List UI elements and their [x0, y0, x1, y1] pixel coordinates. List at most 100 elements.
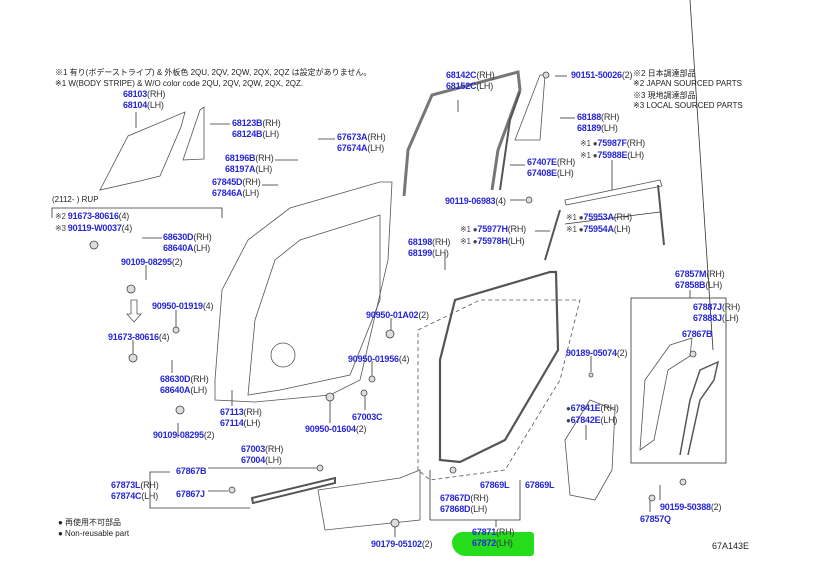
part-number-link[interactable]: 67003C — [352, 412, 383, 422]
part-number-link[interactable]: 68198 — [408, 237, 433, 247]
part-number-link[interactable]: 67869L — [480, 480, 510, 490]
part-number-link[interactable]: 68142C — [446, 70, 477, 80]
part-side-qty: (RH) — [706, 269, 725, 279]
part-callout: 67857Q — [640, 514, 671, 525]
part-note-prefix: ● — [566, 404, 571, 413]
part-number-link[interactable]: 67408E — [527, 167, 557, 178]
part-number-link[interactable]: 75954A — [583, 223, 614, 234]
part-callout: 90159-50388(2) — [660, 502, 721, 513]
part-number-link[interactable]: 67845D — [212, 177, 243, 187]
part-number-link[interactable]: 68104 — [123, 99, 148, 110]
front-molding — [544, 209, 561, 261]
part-number-link[interactable]: 68196B — [225, 153, 256, 163]
part-number-link[interactable]: 68630D — [163, 232, 194, 242]
part-number-link[interactable]: 67841E — [570, 403, 601, 413]
door-frame-molding — [402, 70, 522, 197]
part-number-link[interactable]: 68188 — [577, 112, 602, 122]
part-side-qty: (LH) — [476, 80, 494, 91]
part-number-link[interactable]: 68640A — [160, 384, 191, 395]
speaker-hole — [270, 342, 296, 368]
part-number-link[interactable]: 67867J — [176, 489, 205, 499]
part-line: ※1 ●75977H(RH) — [460, 224, 526, 236]
part-line: 67867B — [682, 329, 713, 340]
part-number-link[interactable]: 90179-05102 — [371, 539, 422, 549]
part-number-link[interactable]: 67674A — [337, 142, 368, 153]
part-callout: 67867B — [682, 329, 713, 340]
part-callout: 68196B(RH)68197A(LH) — [225, 153, 274, 174]
part-number-link[interactable]: 90119-W0037 — [67, 222, 122, 233]
part-number-link[interactable]: 68123B — [232, 118, 263, 128]
part-line: 67888J(LH) — [693, 313, 740, 324]
note-japan-sourced-en: ※2 JAPAN SOURCED PARTS — [633, 79, 742, 88]
part-line: 67872(LH) — [472, 538, 514, 549]
part-number-link[interactable]: 67868D — [440, 503, 471, 514]
belt-molding — [564, 179, 663, 206]
part-callout: 67673A(RH)67674A(LH) — [337, 132, 386, 153]
part-number-link[interactable]: 67857Q — [640, 514, 671, 524]
part-number-link[interactable]: 90950-01A02 — [366, 310, 419, 320]
part-number-link[interactable]: 67114 — [220, 417, 244, 428]
part-number-link[interactable]: 67407E — [527, 157, 557, 167]
part-number-link[interactable]: 68199 — [408, 247, 433, 258]
part-number-link[interactable]: 90159-50388 — [660, 502, 711, 512]
part-line: 68198(RH) — [408, 237, 450, 248]
part-number-link[interactable]: 75977H — [477, 224, 508, 234]
part-number-link[interactable]: 67842E — [570, 414, 601, 425]
part-line: 90109-08295(2) — [121, 257, 182, 268]
part-number-link[interactable]: 67846A — [212, 187, 243, 198]
part-number-link[interactable]: 68640A — [163, 242, 194, 253]
part-number-link[interactable]: 90119-06983 — [445, 196, 496, 206]
part-line: 67845D(RH) — [212, 177, 261, 188]
part-number-link[interactable]: 67867B — [176, 466, 207, 476]
part-number-link[interactable]: 90189-05074 — [566, 348, 617, 358]
part-number-link[interactable]: 68189 — [577, 122, 602, 133]
part-line: ※3 90119-W0037(4) — [55, 223, 132, 235]
part-number-link[interactable]: 67872 — [472, 537, 497, 548]
part-callout: ※1 ●75953A(RH)※1 ●75954A(LH) — [566, 212, 632, 235]
part-number-link[interactable]: 67869L — [525, 480, 555, 490]
part-number-link[interactable]: 67857M — [675, 269, 707, 279]
part-number-link[interactable]: 67673A — [337, 132, 368, 142]
part-number-link[interactable]: 90109-08295 — [121, 257, 172, 267]
part-side-qty: (RH) — [242, 177, 261, 187]
part-number-link[interactable]: 67867B — [682, 329, 713, 339]
part-number-link[interactable]: 67867D — [440, 493, 471, 503]
part-number-link[interactable]: 67113 — [220, 407, 244, 417]
part-number-link[interactable]: 90950-01604 — [305, 424, 356, 434]
part-number-link[interactable]: 90151-50026 — [571, 70, 622, 80]
part-number-link[interactable]: 67874C — [111, 490, 142, 501]
part-number-link[interactable]: 67871 — [472, 527, 497, 537]
part-number-link[interactable]: 75987F — [597, 138, 627, 148]
part-number-link[interactable]: 75988E — [597, 149, 628, 160]
part-side-qty: (RH) — [367, 132, 386, 142]
part-number-link[interactable]: 91673-80616 — [108, 332, 159, 342]
part-number-link[interactable]: 68197A — [225, 163, 256, 174]
part-callout: 90119-06983(4) — [445, 196, 506, 207]
part-side-qty: (LH) — [190, 384, 208, 395]
part-line: ※1 ●75988E(LH) — [580, 150, 645, 162]
part-number-link[interactable]: 67858B — [675, 279, 706, 290]
part-number-link[interactable]: 67887J — [693, 302, 722, 312]
part-number-link[interactable]: 91673-80616 — [67, 211, 119, 221]
part-note-prefix: ※1 ● — [580, 139, 598, 148]
part-side-qty: (RH) — [432, 237, 451, 247]
part-line: 68196B(RH) — [225, 153, 274, 164]
part-number-link[interactable]: 90109-08295 — [153, 430, 204, 440]
part-number-link[interactable]: 68124B — [232, 128, 263, 139]
part-side-qty: (LH) — [141, 490, 159, 501]
part-line: 67869L — [480, 480, 510, 491]
part-number-link[interactable]: 67873L — [111, 480, 141, 490]
part-side-qty: (RH) — [140, 480, 159, 490]
part-number-link[interactable]: 67888J — [693, 312, 722, 323]
part-number-link[interactable]: 67003 — [241, 444, 266, 454]
part-number-link[interactable]: 68630D — [160, 374, 191, 384]
part-number-link[interactable]: 67004 — [241, 454, 266, 465]
part-number-link[interactable]: 90950-01956 — [348, 354, 399, 364]
part-number-link[interactable]: 68103 — [123, 89, 148, 99]
part-number-link[interactable]: 90950-01919 — [152, 301, 203, 311]
part-number-link[interactable]: 75953A — [583, 212, 614, 222]
part-side-qty: (LH) — [556, 167, 574, 178]
part-number-link[interactable]: 75978H — [477, 235, 508, 246]
part-side-qty: (LH) — [367, 142, 385, 153]
part-number-link[interactable]: 68152C — [446, 80, 477, 91]
